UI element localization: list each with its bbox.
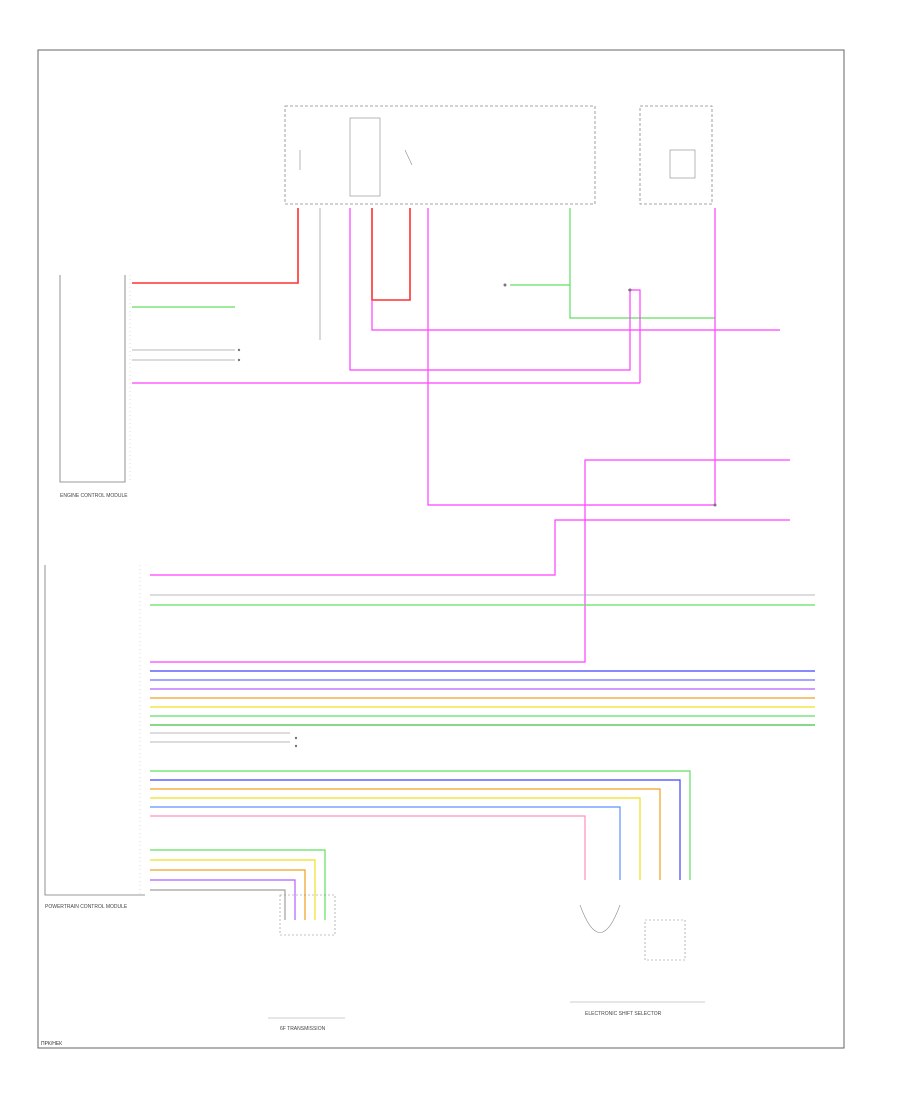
wire-group-red (132, 208, 411, 301)
footer-code: ПРК/НЕК (41, 1041, 62, 1047)
fuse-relay-box-left (284, 105, 596, 205)
wire-group-magenta (132, 208, 790, 663)
diagram-border (37, 49, 845, 1049)
shift-selector-connector (579, 904, 686, 961)
powertrain-control-module-caption: POWERTRAIN CONTROL MODULE (45, 904, 128, 910)
wire-group-shift-selector (150, 770, 691, 880)
splice-markers (237, 283, 717, 748)
wire-group-gray (132, 208, 815, 743)
wire-group-green (132, 208, 715, 319)
transmission-caption: 6F TRANSMISSION (280, 1026, 326, 1032)
wire-group-bus (150, 604, 815, 726)
powertrain-control-module-bracket (44, 565, 145, 896)
engine-control-module-caption: ENGINE CONTROL MODULE (60, 493, 128, 499)
wire-group-transmission (150, 849, 326, 920)
transmission-connector (279, 894, 336, 936)
engine-control-module-bracket (59, 275, 131, 483)
fuse-relay-box-right (639, 105, 713, 205)
shift-selector-caption: ELECTRONIC SHIFT SELECTOR (585, 1011, 662, 1017)
